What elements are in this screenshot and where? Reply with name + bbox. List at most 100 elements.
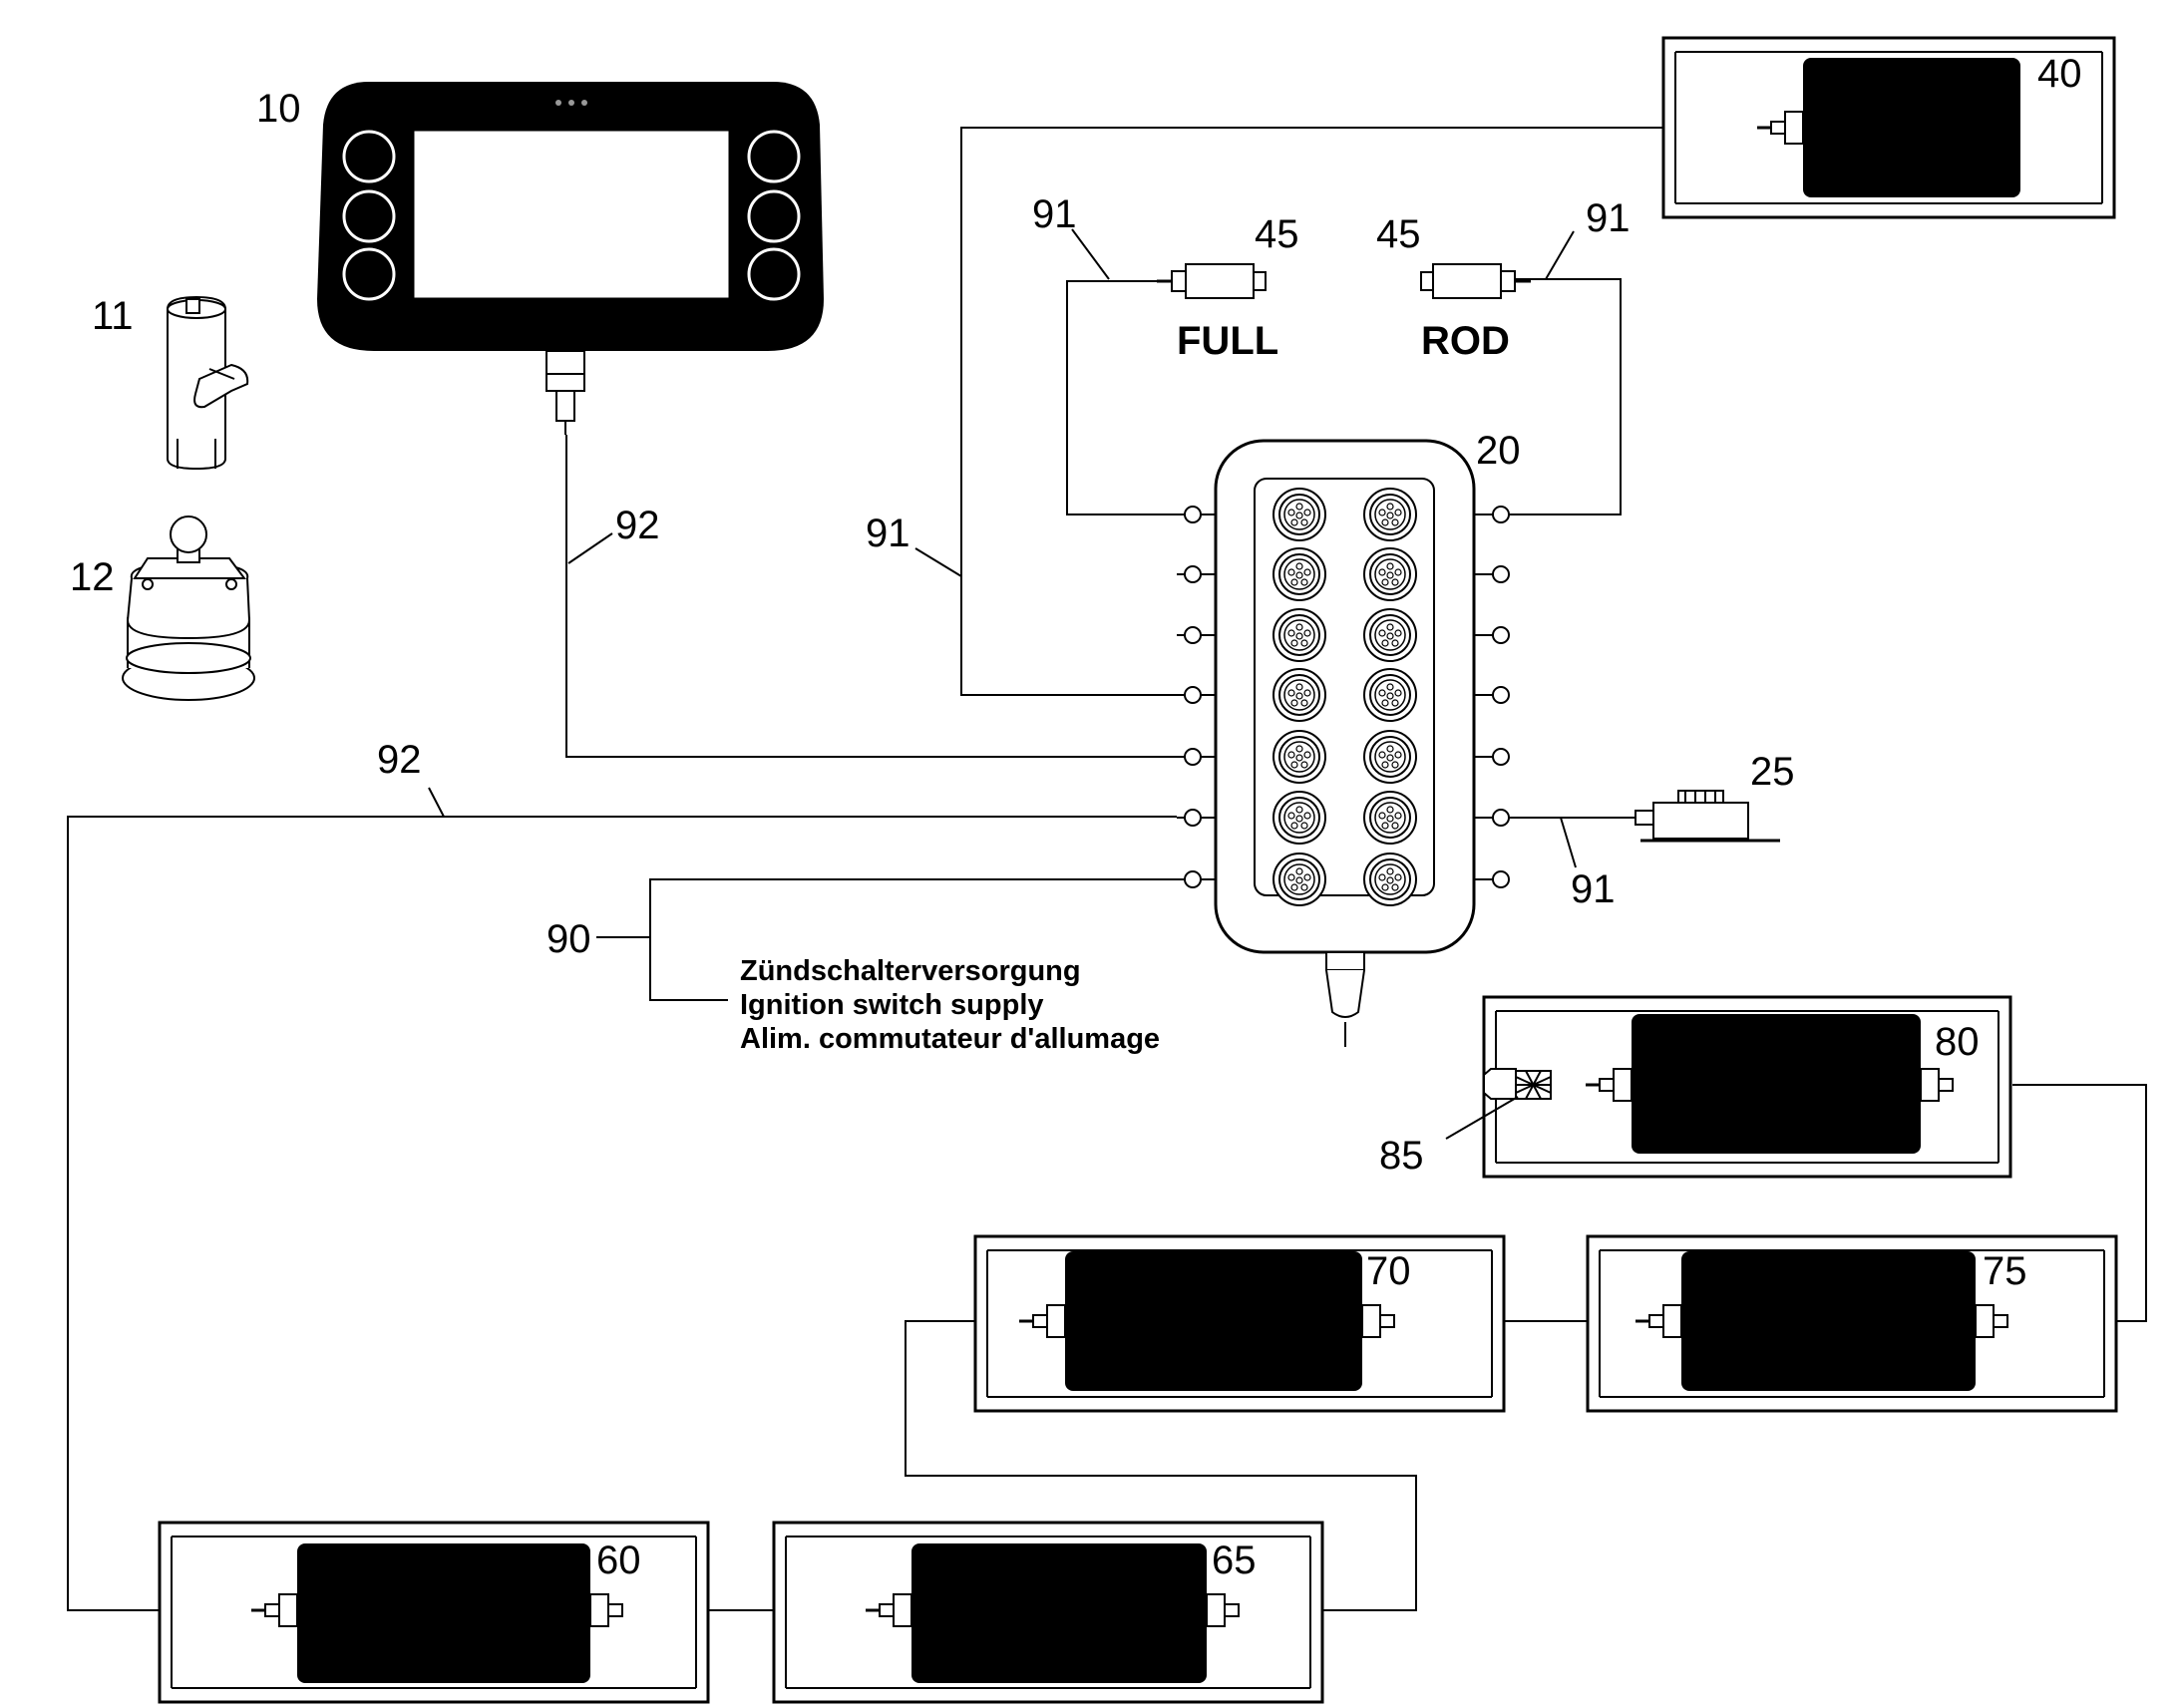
label-cable-92-left: 92	[377, 738, 422, 782]
sensor-25-icon	[1621, 790, 1780, 843]
label-unit-65: 65	[1212, 1538, 1257, 1582]
unit-connector-icon	[589, 1593, 623, 1627]
unit-trays	[158, 36, 2118, 1704]
hub-port-left	[1177, 748, 1216, 766]
junction-hub	[1177, 439, 1510, 1047]
hub-ports	[1177, 506, 1510, 888]
display-button-icon	[342, 189, 396, 243]
hub-port-left	[1177, 686, 1216, 704]
unit-connector-icon	[251, 1593, 298, 1627]
socket-icon	[1272, 730, 1326, 784]
display-unit	[317, 82, 824, 435]
label-hub: 20	[1476, 429, 1521, 473]
unit-connector-icon	[1361, 1304, 1395, 1338]
unit-body	[1803, 58, 2020, 197]
label-display: 10	[256, 87, 301, 131]
label-terminator: 85	[1379, 1134, 1424, 1178]
unit-connector-icon	[866, 1593, 912, 1627]
socket-icon	[1363, 608, 1417, 662]
reference-numbers: 10 11 12 20 25 40 45 45 60 65 70 75 80 8…	[70, 52, 2082, 1582]
label-cable-91-top-left: 91	[1032, 192, 1077, 236]
full-sensor-label: FULL	[1177, 319, 1278, 363]
display-button-icon	[747, 130, 801, 183]
display-connector-icon	[545, 350, 585, 435]
hub-sockets	[1272, 488, 1417, 906]
hub-port-left	[1177, 565, 1216, 583]
hub-port-left	[1177, 626, 1216, 644]
leader-lines	[428, 228, 1577, 1140]
hub-port-left	[1177, 506, 1216, 523]
hub-port-left	[1177, 870, 1216, 888]
unit-40-tray	[1661, 36, 2116, 219]
unit-body	[911, 1543, 1207, 1683]
hub-port-right	[1474, 809, 1510, 827]
unit-80-tray	[1482, 995, 2012, 1179]
socket-icon	[1272, 608, 1326, 662]
label-cable-91-top-right: 91	[1586, 196, 1631, 240]
unit-connector-icon	[1920, 1068, 1954, 1102]
unit-body	[1681, 1251, 1976, 1391]
supply-note: Zündschalterversorgung Ignition switch s…	[740, 955, 1160, 1055]
label-unit-70: 70	[1366, 1249, 1411, 1293]
socket-icon	[1363, 791, 1417, 845]
display-button-icon	[342, 247, 396, 301]
label-cable-90: 90	[546, 917, 591, 961]
cable-hub-to-full-sensor	[1066, 280, 1177, 515]
socket-icon	[1272, 853, 1326, 906]
hub-port-right	[1474, 626, 1510, 644]
hub-main-connector-icon	[1325, 951, 1365, 1047]
hub-port-right	[1474, 870, 1510, 888]
label-unit-75: 75	[1983, 1249, 2027, 1293]
socket-icon	[1272, 488, 1326, 541]
hub-port-right	[1474, 565, 1510, 583]
cable-ignition-supply	[649, 878, 1177, 1001]
socket-icon	[1363, 488, 1417, 541]
label-cable-92-display: 92	[615, 504, 660, 547]
unit-connector-icon	[1975, 1304, 2008, 1338]
display-screen	[411, 128, 732, 301]
unit-body	[1065, 1251, 1362, 1391]
label-holder: 11	[92, 294, 134, 338]
label-sensor-45-right: 45	[1376, 212, 1421, 256]
rod-sensor-label: ROD	[1421, 319, 1510, 363]
supply-note-line-3: Alim. commutateur d'allumage	[740, 1023, 1160, 1055]
supply-note-line-2: Ignition switch supply	[740, 989, 1044, 1021]
socket-icon	[1363, 547, 1417, 601]
unit-60-tray	[158, 1521, 710, 1704]
cable-hub-to-rod-sensor	[1494, 278, 1622, 515]
supply-note-line-1: Zündschalterversorgung	[740, 955, 1081, 987]
hub-port-right	[1474, 748, 1510, 766]
cable-hub-to-unit-60	[67, 816, 1177, 1611]
label-unit-60: 60	[596, 1538, 641, 1582]
label-unit-80: 80	[1935, 1020, 1980, 1064]
suction-mount-icon	[122, 515, 255, 701]
label-mount: 12	[70, 555, 115, 599]
socket-icon	[1363, 853, 1417, 906]
unit-body	[1632, 1014, 1921, 1154]
label-cable-91-sensor-25: 91	[1571, 867, 1616, 911]
label-sensor-25: 25	[1750, 750, 1795, 794]
hub-port-left	[1177, 809, 1216, 827]
hub-port-right	[1474, 686, 1510, 704]
unit-75-tray	[1586, 1234, 2118, 1413]
unit-body	[297, 1543, 590, 1683]
terminator-plug-icon	[1483, 1068, 1552, 1100]
socket-icon	[1363, 730, 1417, 784]
label-unit-40: 40	[2037, 52, 2082, 96]
unit-connector-icon	[1206, 1593, 1240, 1627]
label-cable-91-left: 91	[866, 512, 910, 555]
sensor-names: FULL ROD	[1177, 319, 1510, 363]
socket-icon	[1272, 547, 1326, 601]
cable-display-to-hub	[565, 435, 1177, 758]
unit-connector-icon	[1635, 1304, 1682, 1338]
display-led-icon	[555, 100, 561, 106]
display-led-icon	[568, 100, 574, 106]
socket-icon	[1272, 668, 1326, 722]
label-sensor-45-left: 45	[1255, 212, 1299, 256]
unit-connector-icon	[1019, 1304, 1066, 1338]
unit-connector-icon	[1757, 111, 1804, 145]
unit-65-tray	[772, 1521, 1324, 1704]
unit-70-tray	[973, 1234, 1506, 1413]
socket-icon	[1272, 791, 1326, 845]
